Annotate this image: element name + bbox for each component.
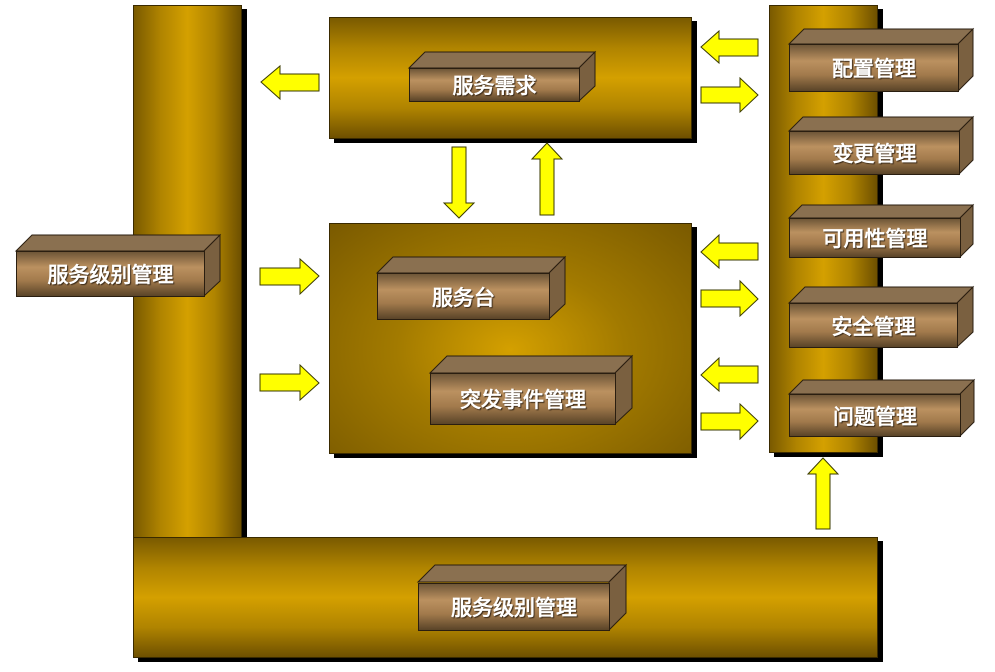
box-label: 问题管理	[789, 394, 961, 437]
arrow-right-icon	[259, 363, 320, 402]
service-request-box[interactable]: 服务需求	[407, 50, 597, 103]
change-management-box[interactable]: 变更管理	[787, 115, 975, 176]
box-3d-faces	[416, 563, 628, 632]
arrow-right-icon	[700, 279, 759, 318]
box-3d-faces	[428, 354, 634, 426]
box-label: 配置管理	[789, 44, 959, 92]
configuration-management-box[interactable]: 配置管理	[787, 27, 975, 93]
box-label: 安全管理	[789, 303, 958, 348]
box-3d-faces	[14, 233, 222, 298]
arrow-left-icon	[700, 356, 759, 393]
arrow-left-icon	[260, 64, 320, 101]
incident-management-box[interactable]: 突发事件管理	[428, 354, 634, 426]
box-label: 可用性管理	[789, 218, 961, 258]
arrow-right-icon	[700, 76, 759, 114]
security-management-box[interactable]: 安全管理	[787, 285, 975, 349]
problem-management-box[interactable]: 问题管理	[787, 378, 976, 438]
box-label: 服务级别管理	[16, 251, 205, 297]
service-level-management-box-bottom[interactable]: 服务级别管理	[416, 563, 628, 632]
box-label: 变更管理	[789, 131, 960, 175]
box-label: 服务需求	[409, 68, 580, 102]
arrow-up-icon	[530, 142, 564, 216]
availability-management-box[interactable]: 可用性管理	[787, 203, 975, 259]
arrow-left-icon	[700, 29, 759, 65]
arrow-left-icon	[700, 233, 759, 270]
arrow-down-icon	[442, 146, 476, 219]
service-level-management-box-left[interactable]: 服务级别管理	[14, 233, 222, 298]
box-label: 服务级别管理	[418, 583, 610, 631]
arrow-right-icon	[259, 257, 320, 296]
service-desk-box[interactable]: 服务台	[375, 255, 567, 321]
box-label: 突发事件管理	[430, 373, 616, 425]
arrow-up-icon	[806, 457, 840, 530]
box-label: 服务台	[377, 273, 550, 320]
arrow-right-icon	[700, 402, 759, 441]
box-3d-faces	[787, 27, 975, 93]
